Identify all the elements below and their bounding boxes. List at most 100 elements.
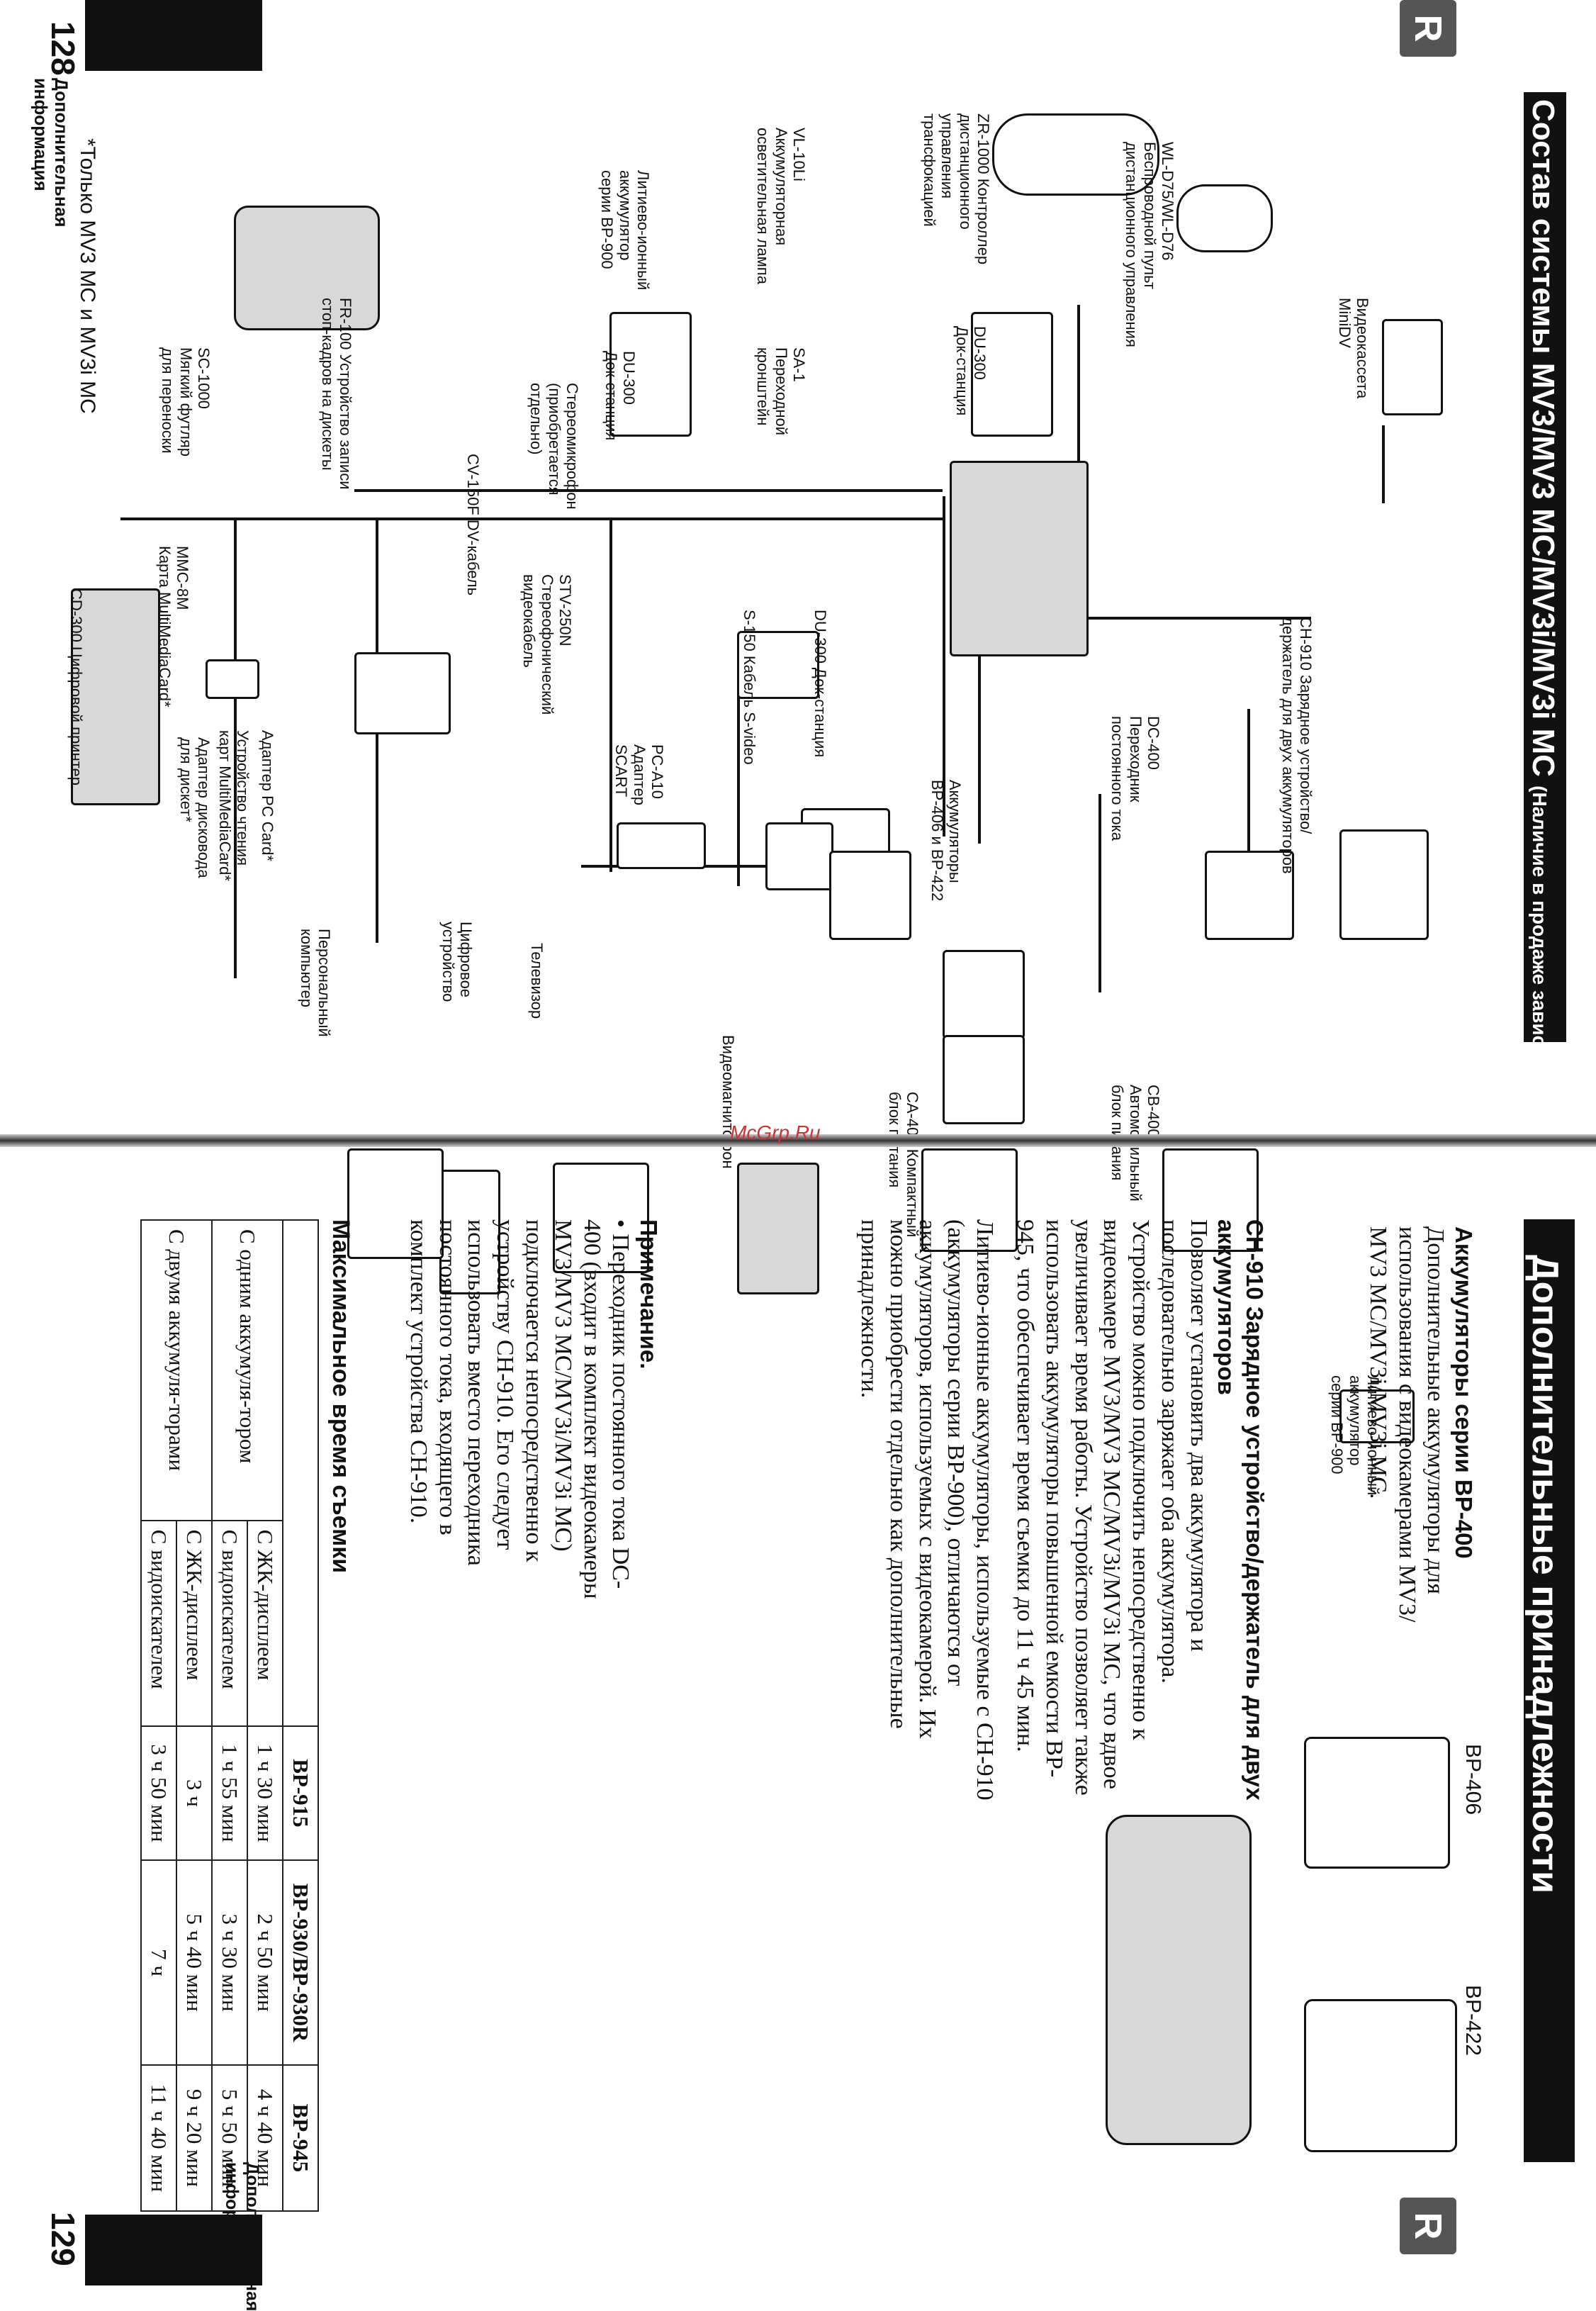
table-row: С одним аккумуля-тором С ЖК-дисплеем 1 ч… <box>212 1220 283 2211</box>
du300-image-a <box>971 312 1053 437</box>
ch910-heading: CH-910 Зарядное устройство/держатель для… <box>1213 1219 1268 1801</box>
table-cell: 5 ч 40 мин <box>176 1860 212 2065</box>
accessories-title-bar <box>1524 1219 1575 2162</box>
line-s150 <box>737 638 740 886</box>
diagram-title-bar <box>1524 92 1566 1042</box>
label-s150: S-150 Кабель S-video <box>741 610 758 765</box>
bp406-image <box>1304 1737 1450 1869</box>
zr1000-image <box>992 113 1159 196</box>
bp900-image-a <box>737 631 819 699</box>
bus-line-horizontal-lower <box>120 517 943 520</box>
label-pccard: Адаптер PC Card* <box>259 730 276 861</box>
diagram-title: Состав системы MV3/MV3 MC/MV3i/MV3i MC (… <box>1526 99 1561 1187</box>
section-tab-black-block <box>85 0 262 71</box>
section-tab-black-block-bottom <box>85 2215 262 2285</box>
page-number-129: 129 <box>45 2212 82 2266</box>
table-mode: С видоискателем <box>212 1520 247 1726</box>
ch910-section: CH-910 Зарядное устройство/держатель для… <box>843 1219 1269 1801</box>
camcorder-image <box>950 461 1089 656</box>
dc400-image <box>1205 851 1294 940</box>
bp422-label: BP-422 <box>1461 1985 1485 2057</box>
table-header-row: BP-915 BP-930/BP-930R BP-945 <box>283 1220 318 2211</box>
cassette-image <box>1382 319 1443 415</box>
footnote: *Только MV3 MC и MV3i MC <box>76 138 99 414</box>
table-group-two: С двумя аккумуля-торами <box>141 1220 212 1521</box>
cd300-printer-image <box>71 588 160 805</box>
cb400-image <box>1162 1148 1259 1252</box>
bp422-image <box>1304 1999 1457 2152</box>
bp400-text: Дополнительные аккумуляторы для использо… <box>1364 1226 1449 1623</box>
line-mmc <box>234 517 237 978</box>
line-batteries <box>1098 794 1101 992</box>
bp400-heading: Аккумуляторы серии BP-400 <box>1451 1226 1477 1559</box>
tv-image <box>553 1163 649 1273</box>
table-cell: 3 ч <box>176 1725 212 1861</box>
table-mode: С ЖК-дисплеем <box>176 1520 212 1726</box>
mmc-card-image <box>206 659 259 699</box>
remote-image <box>1176 184 1273 252</box>
label-vcr: Видеомагнитофон <box>719 1035 737 1169</box>
table-cell: 7 ч <box>141 1860 176 2065</box>
pc-a10-image <box>617 822 706 869</box>
cassette-line <box>1382 425 1385 503</box>
table-cell: 5 ч 50 мин <box>212 2064 247 2211</box>
sc1000-image <box>234 206 380 330</box>
table-cell: 3 ч 50 мин <box>141 1725 176 1861</box>
table-group-one: С одним аккумуля-тором <box>212 1220 283 1521</box>
label-tv: Телевизор <box>528 943 546 1019</box>
runtime-table-title: Максимальное время съемки <box>327 1219 354 1574</box>
table-row: С двумя аккумуля-торами С ЖК-дисплеем 3 … <box>141 1220 212 2211</box>
table-cell: 9 ч 20 мин <box>176 2064 212 2211</box>
table-header-empty <box>283 1220 318 1726</box>
label-du300-c: DU-300 Док-станция <box>811 610 829 758</box>
ch910-kit-image <box>1106 1815 1252 2145</box>
vcr-image <box>737 1163 819 1294</box>
pc-image <box>347 1148 444 1259</box>
du300-image-b <box>609 312 692 437</box>
page-number-128: 128 <box>45 21 82 76</box>
note-section: Примечание. • Переходник постоянного ток… <box>392 1219 663 1616</box>
watermark: McGrp.Ru <box>730 1121 821 1143</box>
bus-line-right-h <box>978 617 1311 620</box>
note-text: • Переходник постоянного тока DC-400 (вх… <box>405 1219 634 1599</box>
bp406-label: BP-406 <box>1461 1744 1485 1815</box>
table-header-bp915: BP-915 <box>283 1725 318 1861</box>
line-ch910 <box>1247 709 1250 865</box>
table-cell: 11 ч 40 мин <box>141 2064 176 2211</box>
fr100-image <box>354 652 451 734</box>
page-gutter <box>0 1134 1596 1147</box>
runtime-table: BP-915 BP-930/BP-930R BP-945 С одним акк… <box>140 1219 319 2212</box>
region-badge-top: R <box>1400 0 1456 57</box>
label-ch910: CH-910 Зарядное устройство/держатель для… <box>1279 617 1315 874</box>
table-header-bp930: BP-930/BP-930R <box>283 1860 318 2065</box>
bus-line-horizontal-upper <box>354 489 943 492</box>
ch910-text-1: Позволяет установить два аккумулятора и … <box>1012 1219 1212 1796</box>
battery-bp406-image <box>943 950 1025 1039</box>
ch910-text-2: Литиево-ионные аккумуляторы, используемы… <box>856 1219 999 1801</box>
table-cell: 1 ч 30 мин <box>247 1725 283 1861</box>
table-mode: С ЖК-дисплеем <box>247 1520 283 1726</box>
accessories-title: Дополнительные принадлежности <box>1524 1255 1566 1894</box>
bus-line-right-1 <box>978 617 981 844</box>
region-badge-bottom: R <box>1400 2198 1456 2254</box>
vl10li-image <box>829 851 911 940</box>
table-header-bp945: BP-945 <box>283 2064 318 2211</box>
